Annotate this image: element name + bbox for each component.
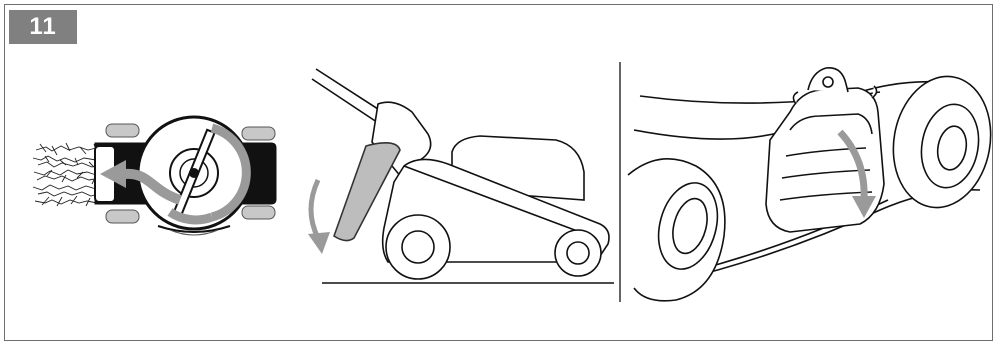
mulching-top-view-panel — [33, 117, 276, 235]
grass-clippings — [33, 143, 100, 206]
rear-flap-closing-panel — [628, 68, 999, 301]
right-wheel — [883, 69, 999, 216]
side-view-flap-panel — [308, 69, 614, 283]
flap-down-arrow — [311, 180, 318, 238]
left-wheel — [628, 159, 726, 301]
